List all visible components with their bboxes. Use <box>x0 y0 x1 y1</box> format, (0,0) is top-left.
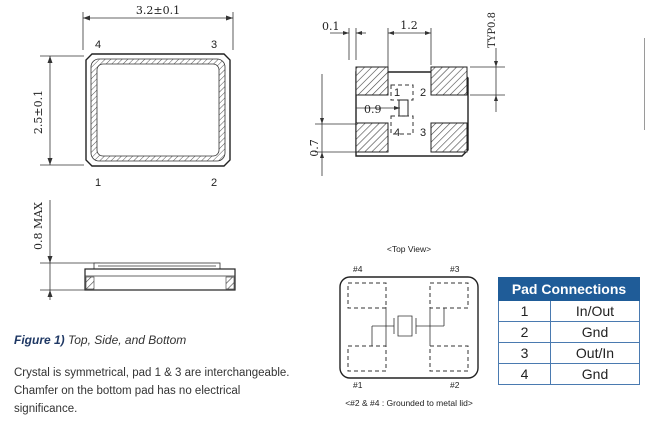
pad-typ-dimension: TYP0.8 <box>487 12 498 48</box>
pad-function: Out/In <box>550 342 640 364</box>
top-view-note: <#2 & #4 : Grounded to metal lid> <box>345 398 473 408</box>
pad-small-dimension: 0.9 <box>364 103 382 116</box>
top-view-schematic: <Top View> #4 #3 #1 #2 <#2 & #4 : Ground… <box>339 244 479 408</box>
edge-divider <box>644 38 645 130</box>
description-line: Chamfer on the bottom pad has no electri… <box>14 385 241 397</box>
figure-label: Figure 1) <box>14 333 65 347</box>
width-dimension: 3.2±0.1 <box>136 4 180 17</box>
pad-connections-table: Pad Connections 1 In/Out 2 Gnd 3 Out/In … <box>498 277 640 385</box>
pad-3 <box>430 66 468 96</box>
height-dimension: 2.5±0.1 <box>32 90 45 134</box>
pad-function: Gnd <box>550 321 640 343</box>
pad-number: 2 <box>498 321 551 343</box>
figure-description: Crystal is symmetrical, pad 1 & 3 are in… <box>14 364 314 418</box>
pad-function: Gnd <box>550 363 640 385</box>
description-line: Crystal is symmetrical, pad 1 & 3 are in… <box>14 367 290 379</box>
pad-function: In/Out <box>550 300 640 322</box>
pad-layout-view: 0.1 1.2 TYP0.8 0.7 0.9 1 2 4 3 <box>308 12 505 176</box>
table-row: 3 Out/In <box>498 342 640 364</box>
pad-3-num: 3 <box>420 127 426 139</box>
package-side-view: 0.8 MAX <box>32 200 236 300</box>
table-row: 1 In/Out <box>498 300 640 322</box>
description-line: significance. <box>14 403 78 415</box>
top-view-label-3: #3 <box>450 264 460 274</box>
pad-number: 1 <box>498 300 551 322</box>
top-view-label-4: #4 <box>353 264 363 274</box>
pad-1-num: 1 <box>394 87 400 99</box>
pad-gap-dimension: 0.1 <box>322 20 340 33</box>
table-row: 2 Gnd <box>498 321 640 343</box>
pad-table-title: Pad Connections <box>498 277 640 301</box>
package-top-view: 3.2±0.1 4 3 1 2 2.5±0.1 <box>32 4 234 189</box>
top-view-label-2: #2 <box>450 380 460 390</box>
thickness-dimension: 0.8 MAX <box>32 202 45 250</box>
pad-2-num: 2 <box>420 87 426 99</box>
pad-number: 3 <box>498 342 551 364</box>
top-view-title: <Top View> <box>387 244 431 254</box>
pin-4-label: 4 <box>95 39 101 51</box>
table-row: 4 Gnd <box>498 363 640 385</box>
pad-4 <box>355 66 389 96</box>
pad-vert-dimension: 0.7 <box>308 139 321 157</box>
pin-1-label: 1 <box>95 177 101 189</box>
pad-1 <box>355 122 389 153</box>
figure-caption-text: Top, Side, and Bottom <box>64 333 187 347</box>
pin-2-label: 2 <box>211 177 217 189</box>
pad-pitch-dimension: 1.2 <box>400 19 418 32</box>
figure-caption: Figure 1) Top, Side, and Bottom <box>14 333 186 347</box>
pad-2 <box>430 122 468 153</box>
package-outline <box>85 53 231 167</box>
pad-number: 4 <box>498 363 551 385</box>
pin-3-label: 3 <box>211 39 217 51</box>
pad-4-num: 4 <box>394 127 400 139</box>
top-view-label-1: #1 <box>353 380 363 390</box>
